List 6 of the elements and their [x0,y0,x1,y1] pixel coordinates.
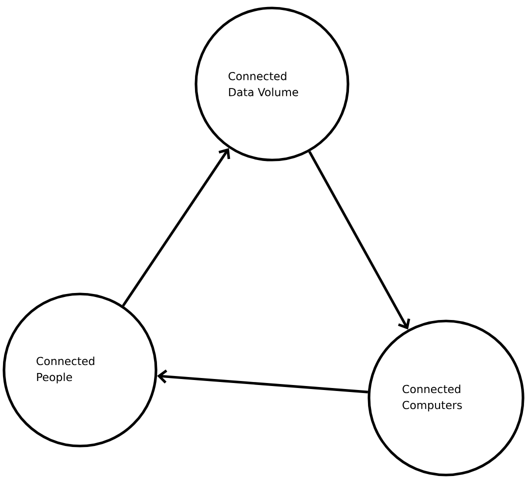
arrow [157,370,368,394]
arrow [308,150,410,330]
circle-node: Connected Data Volume [194,6,350,162]
circle-node: Connected Computers [368,320,524,476]
circle-node: Connected People [2,292,158,448]
arrow [122,148,230,307]
